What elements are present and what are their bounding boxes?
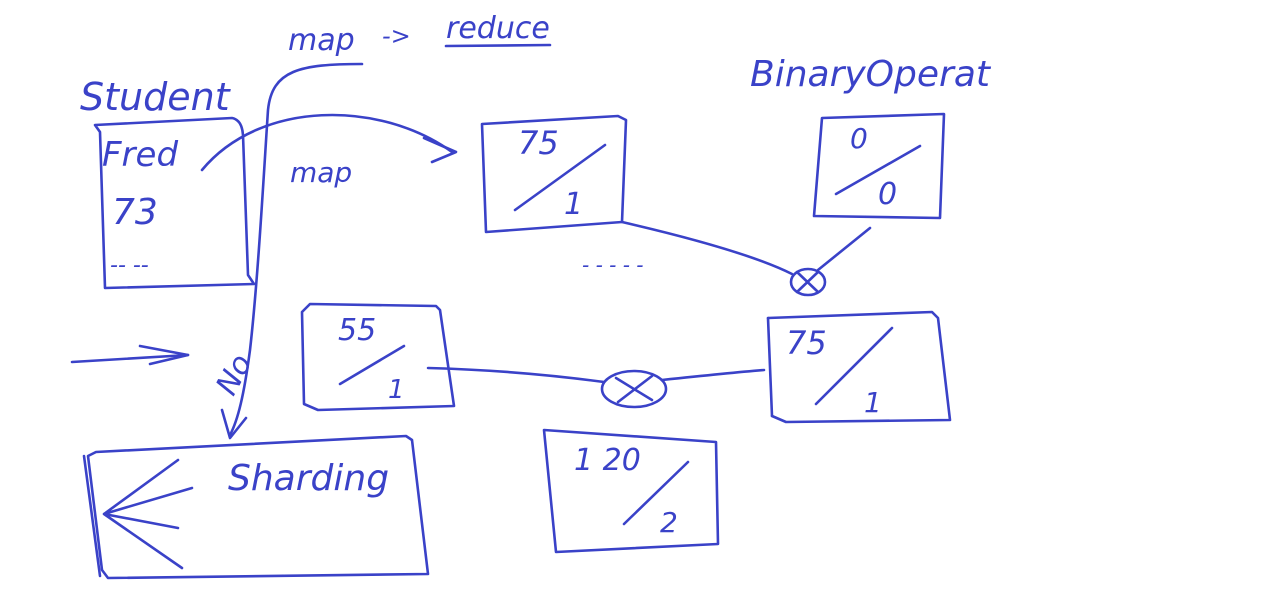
binary-operator: BinaryOperat 0 0: [750, 54, 992, 220]
box-75-1-den: 1: [564, 187, 583, 222]
map-label: map: [290, 156, 352, 189]
box-120-2-slash: [622, 460, 690, 526]
op-top-cross: [795, 270, 820, 294]
flow-to-sharding: No: [70, 62, 364, 440]
sharding-box: Sharding: [82, 434, 430, 580]
op-top: [620, 220, 872, 297]
box-120-2-den: 2: [660, 506, 678, 539]
map-arrow: map: [200, 113, 458, 189]
op-top-link-left: [620, 220, 794, 276]
header: map -> reduce: [288, 11, 552, 58]
box-0-0-border: [812, 112, 946, 220]
map-arrow-head: [422, 136, 458, 164]
box-55-1-den: 1: [388, 375, 405, 405]
box-75-1-border: [480, 114, 628, 234]
student-name: Fred: [102, 135, 178, 175]
box-0-0-den: 0: [878, 177, 897, 212]
box-75-1: 75 1: [480, 114, 628, 234]
box-55-1-slash: [338, 344, 406, 386]
op-top-circle: [789, 267, 827, 297]
op-middle-cross: [614, 374, 654, 404]
sharding-fan-lines: [102, 458, 194, 570]
box-120-2: 1 20 2: [542, 428, 720, 554]
student-box: [93, 116, 256, 290]
box-75-1-b-left-edge: [766, 316, 774, 418]
op-top-link-right: [816, 226, 872, 272]
box-75-1-b-border: [766, 310, 952, 424]
box-55-1: 55 1: [300, 302, 456, 412]
student-more: -- --: [110, 253, 149, 278]
box-120-2-num: 1 20: [574, 443, 641, 478]
op-middle-link-left: [426, 366, 606, 384]
box-75-1-num: 75: [518, 124, 559, 162]
box-75-1-b-num: 75: [786, 324, 827, 362]
side-arrow-line: [70, 353, 190, 364]
box-75-1-b-den: 1: [864, 386, 882, 419]
box-120-2-border: [542, 428, 720, 554]
header-map-text: map: [288, 23, 355, 58]
reduce-underline: [444, 43, 552, 48]
sharding-label: Sharding: [228, 458, 389, 499]
op-middle-link-right: [660, 368, 766, 382]
op-middle-circle: [600, 369, 668, 409]
student-title: Student: [80, 75, 232, 119]
sharding-arrow-head: [220, 408, 248, 440]
box-0-0-num: 0: [850, 122, 868, 155]
ellipsis: - - - - -: [582, 253, 644, 277]
header-reduce-text: reduce: [446, 11, 550, 46]
sharding-border: [86, 434, 430, 580]
box-0-0-slash: [834, 144, 922, 196]
box-55-1-border: [300, 302, 456, 412]
student-card: Student Fred 73 -- --: [80, 75, 256, 290]
student-score: 73: [112, 192, 158, 233]
box-75-1-b-slash: [814, 326, 894, 406]
box-75-1-slash: [513, 143, 607, 212]
header-to-sharding-curve: [228, 62, 364, 437]
box-55-1-num: 55: [338, 313, 376, 348]
box-75-1-b: 75 1: [766, 310, 952, 424]
map-arrow-curve: [200, 113, 454, 172]
sharding-left-edge: [82, 454, 102, 578]
header-arrow-text: ->: [382, 22, 411, 50]
side-arrow-head: [138, 344, 190, 366]
binary-operator-label: BinaryOperat: [750, 54, 992, 95]
op-middle: [426, 366, 766, 409]
no-label: No: [209, 349, 259, 401]
